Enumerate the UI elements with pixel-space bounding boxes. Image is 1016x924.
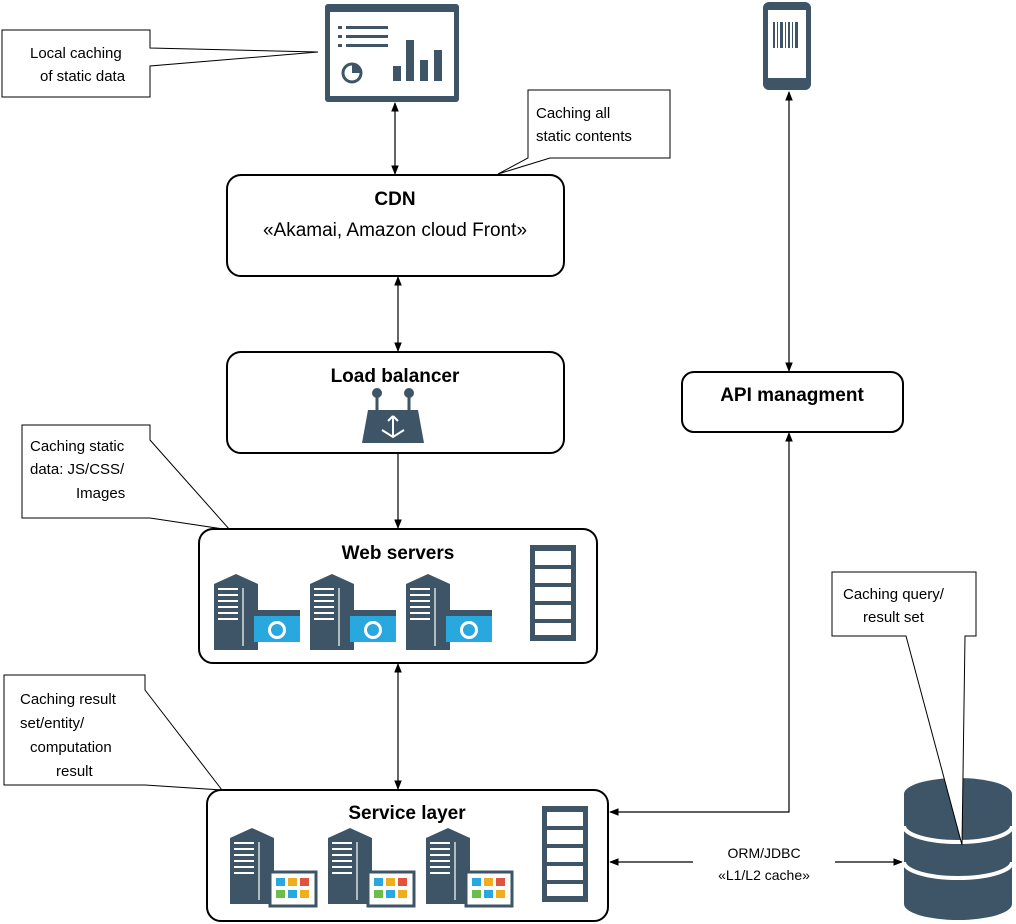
web-servers-title: Web servers xyxy=(342,543,455,564)
edge-label-bg xyxy=(693,842,835,886)
web-server-icon xyxy=(406,574,492,650)
cdn-title: CDN xyxy=(374,189,415,210)
service-layer-title: Service layer xyxy=(348,803,466,824)
web-server-icon xyxy=(310,574,396,650)
load-balancer-icon xyxy=(362,388,424,443)
callout-service-caching: Caching result set/entity/ computation r… xyxy=(3,674,224,791)
callout-service-caching-line1: Caching result xyxy=(20,691,117,708)
edge-label-orm-line1: ORM/JDBC xyxy=(727,845,800,861)
api-management-node[interactable]: API managment xyxy=(681,371,904,433)
callout-web-caching-line2: data: JS/CSS/ xyxy=(30,461,125,478)
edge-api-service xyxy=(609,432,793,816)
edges: ORM/JDBC «L1/L2 cache» xyxy=(391,91,903,886)
callout-service-caching-line3: computation xyxy=(30,739,112,756)
callout-cdn-caching-line2: static contents xyxy=(536,128,632,145)
cdn-node[interactable]: CDN «Akamai, Amazon cloud Front» xyxy=(226,174,565,277)
mobile-phone-icon xyxy=(763,2,811,90)
load-balancer-node[interactable]: Load balancer xyxy=(226,351,565,454)
callout-db-caching-line2: result set xyxy=(863,609,925,626)
callout-local-caching-line1: Local caching xyxy=(30,45,122,62)
web-servers-node[interactable]: Web servers xyxy=(198,528,598,664)
web-server-icon xyxy=(214,574,300,650)
cdn-subtitle: «Akamai, Amazon cloud Front» xyxy=(263,220,527,241)
app-server-icon xyxy=(230,828,318,908)
callout-local-caching-line2: of static data xyxy=(40,68,126,85)
server-rack-icon xyxy=(530,545,576,641)
callout-db-caching: Caching query/ result set xyxy=(831,571,977,846)
app-server-icon xyxy=(328,828,416,908)
edge-label-orm-line2: «L1/L2 cache» xyxy=(718,867,810,883)
callout-service-caching-line4: result xyxy=(56,763,94,780)
server-rack-icon xyxy=(542,806,588,902)
callout-cdn-caching: Caching all static contents xyxy=(497,89,671,175)
load-balancer-title: Load balancer xyxy=(331,366,460,387)
callout-db-caching-line1: Caching query/ xyxy=(843,586,945,603)
callout-web-caching-line3: Images xyxy=(76,485,125,502)
callout-service-caching-line2: set/entity/ xyxy=(20,715,85,732)
dashboard-monitor-icon xyxy=(325,4,459,102)
api-management-title: API managment xyxy=(720,385,864,406)
callout-web-caching: Caching static data: JS/CSS/ Images xyxy=(21,424,232,531)
service-layer-node[interactable]: Service layer xyxy=(206,789,609,922)
callout-cdn-caching-line1: Caching all xyxy=(536,105,610,122)
app-server-icon xyxy=(426,828,514,908)
callout-local-caching: Local caching of static data xyxy=(1,29,319,98)
callout-web-caching-line1: Caching static xyxy=(30,438,125,455)
